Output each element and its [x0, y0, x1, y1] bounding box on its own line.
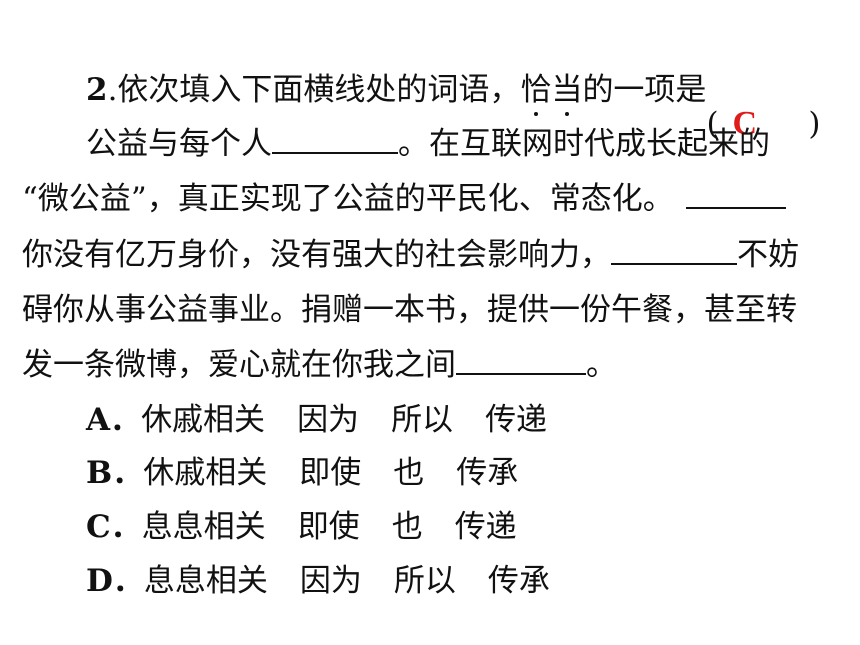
passage-text: 。: [586, 347, 617, 383]
option-word: 所以: [393, 563, 456, 599]
option-word: 传递: [454, 509, 517, 545]
option-word: 也: [393, 455, 425, 491]
option-letter: A．: [86, 402, 142, 438]
option-word: 传承: [456, 455, 519, 491]
passage-line-2: “微公益”，真正实现了公益的平民化、常态化。: [22, 175, 786, 223]
option-word: 传递: [485, 402, 548, 438]
blank-2: [685, 177, 786, 209]
passage-text: 发一条微博，爱心就在你我之间: [22, 347, 456, 383]
option-word: 休戚相关: [141, 402, 266, 438]
option-letter: B．: [86, 455, 144, 491]
passage-line-1: 公益与每个人 。在互联网时代成长起来的: [86, 120, 770, 168]
paren-open: (: [706, 106, 719, 142]
passage-text: 公益与每个人: [86, 126, 272, 162]
passage-text: 。在互联网时代成长起来的: [398, 126, 770, 162]
option-word: 休戚相关: [143, 455, 268, 491]
question-number: 2: [86, 72, 108, 108]
option-word: 传承: [487, 563, 550, 599]
blank-4: [456, 343, 586, 375]
passage-text: 碍你从事公益事业。捐赠一本书，提供一份午餐，甚至转: [22, 292, 797, 328]
emphasis-char-2: 当: [551, 66, 582, 116]
passage-text: 你没有亿万身价，没有强大的社会影响力，: [22, 237, 611, 273]
stem-text-after: 的一项是: [582, 72, 707, 108]
blank-3: [611, 233, 737, 265]
passage-line-4: 碍你从事公益事业。捐赠一本书，提供一份午餐，甚至转: [22, 286, 797, 334]
option-word: 所以: [391, 402, 454, 438]
blank-1: [272, 122, 398, 154]
passage-line-5: 发一条微博，爱心就在你我之间 。: [22, 341, 617, 389]
stem-text-before: .依次填入下面横线处的词语，: [107, 72, 521, 108]
option-letter: D．: [86, 563, 144, 599]
paren-close: ): [808, 106, 821, 142]
option-word: 息息相关: [141, 509, 266, 545]
option-b: B．休戚相关即使也传承: [86, 449, 518, 497]
option-letter: C．: [86, 509, 142, 545]
option-a: A．休戚相关因为所以传递: [86, 396, 547, 444]
passage-text: 不妨: [737, 237, 799, 273]
option-word: 因为: [297, 402, 360, 438]
option-word: 即使: [299, 455, 362, 491]
question-stem: 2.依次填入下面横线处的词语，恰当的一项是( C): [86, 66, 820, 142]
option-word: 因为: [299, 563, 362, 599]
passage-line-3: 你没有亿万身价，没有强大的社会影响力， 不妨: [22, 231, 799, 279]
option-word: 息息相关: [143, 563, 268, 599]
answer-letter: C: [732, 105, 757, 142]
option-d: D．息息相关因为所以传承: [86, 557, 550, 605]
passage-text: “微公益”，真正实现了公益的平民化、常态化。: [22, 181, 674, 217]
option-word: 也: [391, 509, 423, 545]
option-word: 即使: [297, 509, 360, 545]
option-c: C．息息相关即使也传递: [86, 503, 517, 551]
emphasis-char-1: 恰: [520, 66, 551, 116]
